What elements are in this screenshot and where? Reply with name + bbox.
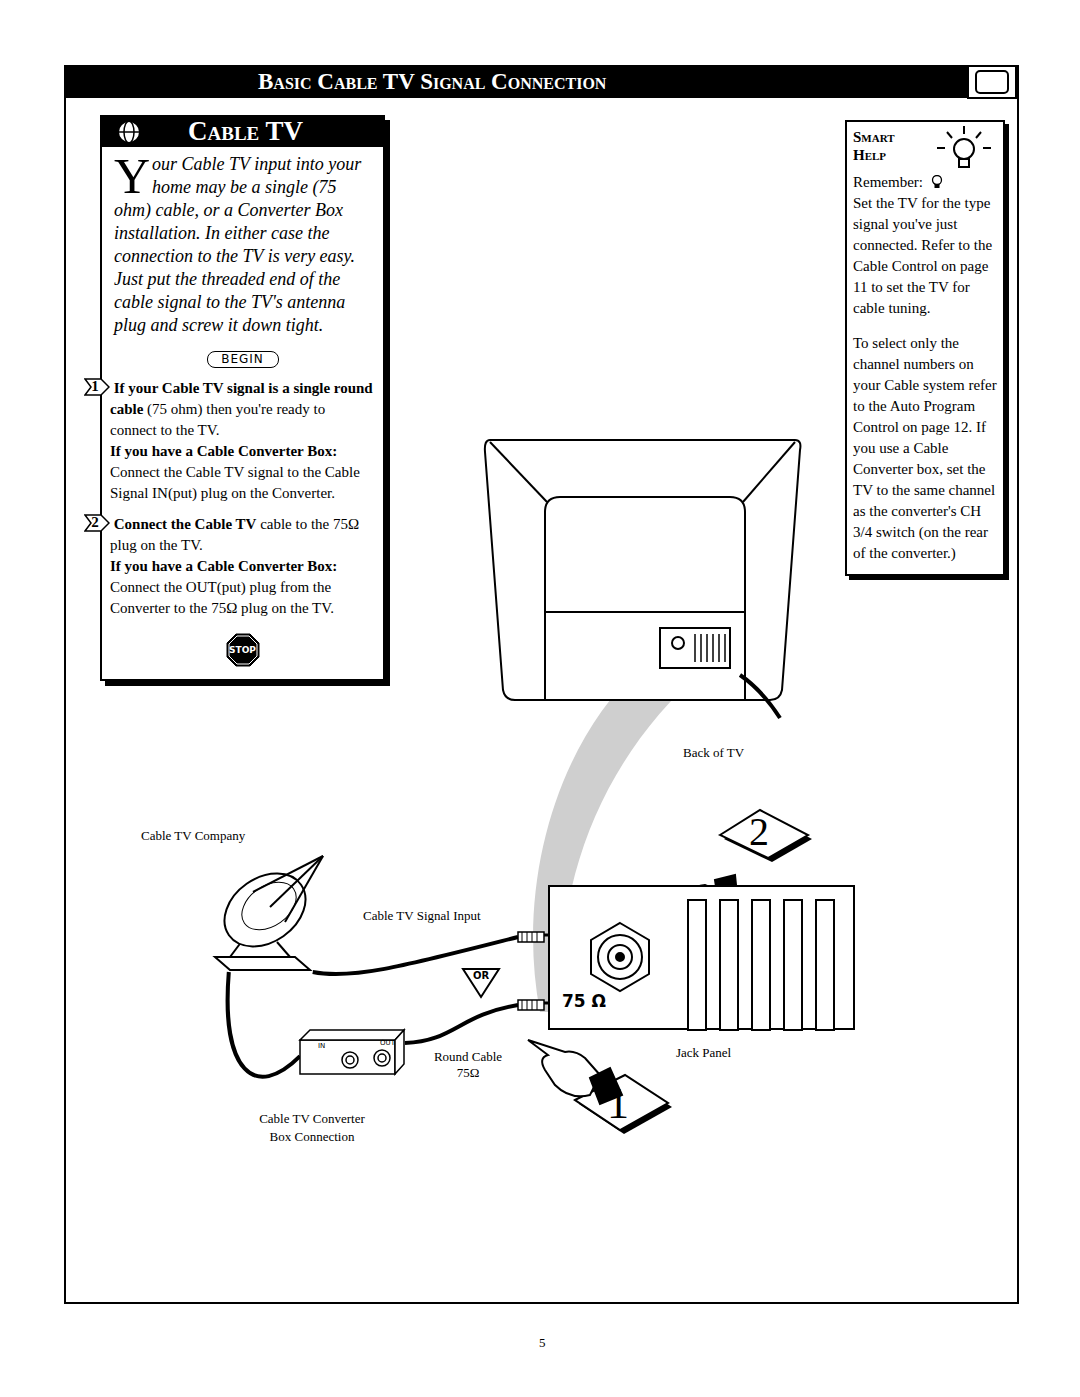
node-text: Your Cable TV input into your home may b…: [102, 147, 383, 337]
page-frame: [65, 66, 1018, 1303]
step-chevron: 1: [84, 378, 110, 396]
node-text: Set the TV for the type signal you've ju…: [847, 193, 1003, 319]
cable-stroke: [544, 934, 548, 937]
node-text: Connect the OUT(put) plug from the Conve…: [110, 579, 334, 616]
cable: [228, 972, 300, 1077]
part-label: Back of TV: [683, 745, 744, 761]
text-group: Your Cable TV input into your home may b…: [102, 147, 383, 337]
node-text: Connect the Cable TV signal to the Cable…: [110, 464, 360, 501]
node-text: IN: [318, 1042, 325, 1050]
text-group: If you have a Cable Converter Box:: [102, 556, 383, 577]
tv-back: [485, 440, 801, 718]
node-text: Cable TV Company: [141, 828, 245, 844]
step-number: 2: [88, 512, 102, 533]
node-text: 75 Ω: [560, 991, 608, 1011]
text-group: Cable TV: [102, 115, 383, 147]
node-text: Connect the Cable TV: [114, 516, 257, 532]
step-number: 1: [88, 376, 102, 397]
node-text: OR: [462, 970, 500, 982]
shape-outline: [215, 852, 330, 972]
shape-outline: [114, 117, 144, 147]
stop-sign: STOP: [226, 633, 260, 667]
part-label: Round Cable 75Ω: [428, 1049, 508, 1081]
shape-outline: [300, 1028, 405, 1075]
callout-number: 1: [607, 1079, 629, 1129]
node-text: BEGIN: [208, 352, 278, 367]
node-text: If you have a Cable Converter Box:: [110, 558, 337, 574]
cable: [313, 932, 548, 974]
satellite-dish: Cable TV Company: [215, 852, 330, 972]
cable: [405, 1000, 548, 1043]
cable-stroke: [544, 1002, 548, 1005]
text-group: Connect the Cable TV signal to the Cable…: [102, 462, 383, 504]
node-text: OUT: [380, 1039, 395, 1047]
text-group: 1If your Cable TV signal is a single rou…: [102, 378, 383, 441]
callout-number: 2: [749, 808, 769, 856]
jack-panel: 75 ΩJack Panel: [548, 885, 855, 1030]
text-group: If you have a Cable Converter Box:: [102, 441, 383, 462]
bulb-icon: [931, 175, 943, 189]
node-text: Smart Help: [847, 122, 911, 172]
converter-box: INOUTCable TV Converter Box Connection: [300, 1028, 405, 1075]
tv-icon: [968, 66, 1016, 98]
cable-stroke: [518, 932, 544, 942]
node-text: Cable TV Converter Box Connection: [250, 1110, 374, 1146]
node-text: To select only the channel numbers on yo…: [847, 333, 1003, 564]
instruction-panel: Cable TVYour Cable TV input into your ho…: [100, 115, 385, 681]
or-marker: OR: [462, 968, 500, 998]
text-group: 2Connect the Cable TVcable to the 75Ω pl…: [102, 514, 383, 556]
text-group: Connect the OUT(put) plug from the Conve…: [102, 577, 383, 619]
node-text: If you have a Cable Converter Box:: [110, 443, 337, 459]
cable-stroke: [228, 972, 300, 1077]
step-chevron: 2: [84, 514, 110, 532]
cable-stroke: [518, 1000, 544, 1010]
begin-badge: BEGIN: [207, 351, 279, 368]
page-title: Basic Cable TV Signal Connection: [65, 66, 968, 98]
node-text: Cable TV: [100, 115, 385, 147]
page-number: 5: [539, 1335, 546, 1351]
part-label: Cable TV Signal Input: [363, 908, 481, 924]
node-text: STOP: [226, 633, 260, 667]
cable-stroke: [405, 1005, 518, 1043]
cable-stroke: [522, 1000, 537, 1010]
node-text: Jack Panel: [676, 1045, 731, 1061]
cable-stroke: [522, 932, 537, 942]
node-text: Remember:: [847, 172, 1003, 193]
shape-outline: [929, 124, 999, 174]
smart-help-box: Smart HelpRemember:Set the TV for the ty…: [845, 120, 1005, 576]
